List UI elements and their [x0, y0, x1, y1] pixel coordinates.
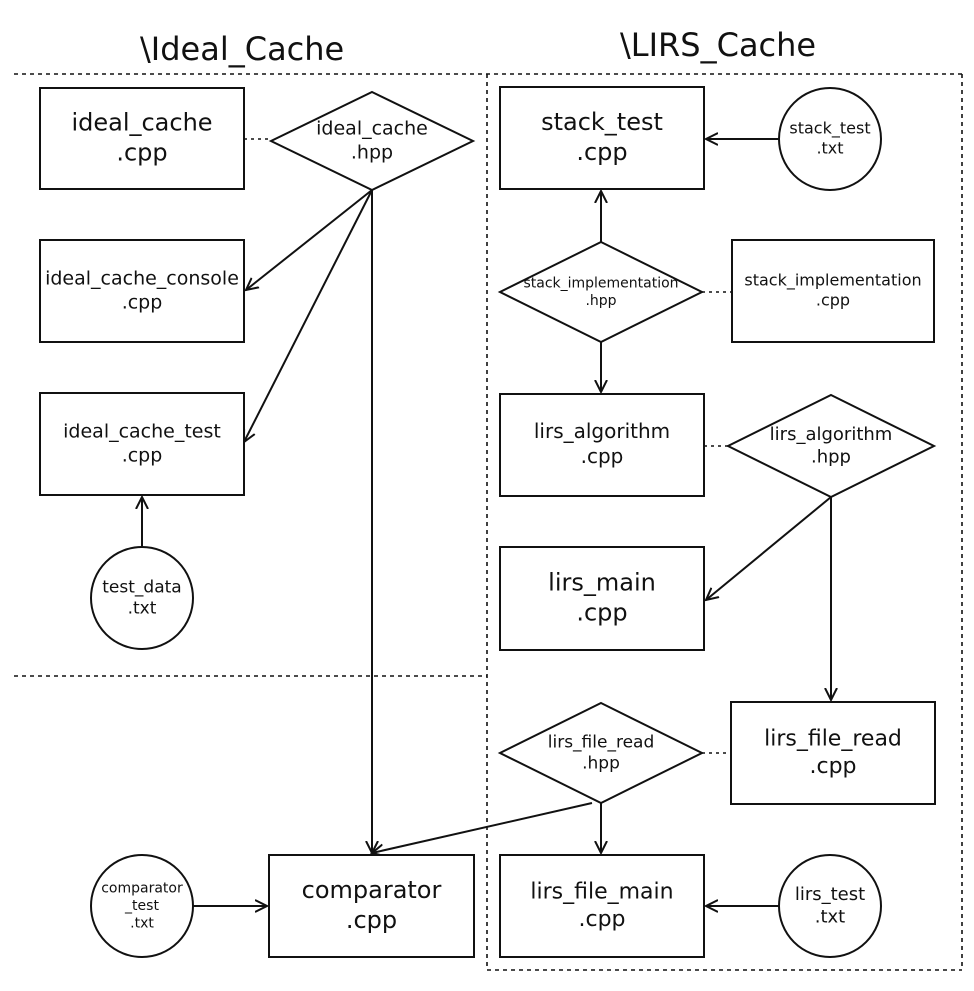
node-circle — [90, 546, 194, 650]
node-label: .cpp — [816, 291, 850, 310]
node-label: .txt — [130, 916, 154, 932]
nodes-layer: ideal_cache.cppideal_cache.hppideal_cach… — [39, 86, 937, 958]
node-label: .txt — [816, 139, 843, 158]
node-diamond — [497, 240, 705, 344]
node-label: lirs_test — [795, 884, 865, 905]
node-label: lirs_file_main — [530, 879, 673, 904]
node-circle — [778, 87, 882, 191]
node-label: .cpp — [578, 907, 625, 932]
node-stack-test-txt: stack_test.txt — [778, 87, 882, 191]
node-label: lirs_algorithm — [770, 424, 893, 445]
node-lirs-algorithm-cpp: lirs_algorithm.cpp — [499, 393, 705, 497]
node-label: .txt — [815, 906, 846, 927]
node-diamond — [725, 393, 937, 499]
node-label: ideal_cache_test — [63, 421, 221, 443]
node-ideal-cache-test-cpp: ideal_cache_test.cpp — [39, 392, 245, 496]
node-diamond — [497, 701, 705, 805]
node-label: .txt — [128, 599, 157, 619]
edge-lirs-algorithm-hpp-to-lirs-main-cpp — [706, 496, 832, 600]
node-label: .cpp — [576, 138, 627, 166]
node-box — [39, 392, 245, 496]
node-label: lirs_main — [548, 569, 656, 597]
node-label: .cpp — [581, 444, 624, 468]
node-label: lirs_algorithm — [534, 419, 670, 443]
node-label: ideal_cache — [316, 118, 428, 140]
edges-layer — [142, 139, 831, 906]
node-stack-implementation-cpp: stack_implementation.cpp — [731, 239, 935, 343]
node-label: stack_implementation — [744, 271, 921, 291]
node-label: test_data — [102, 577, 181, 597]
node-circle — [90, 854, 194, 958]
node-label: stack_test — [541, 108, 663, 136]
node-label: stack_implementation — [523, 275, 678, 291]
node-label: .cpp — [122, 291, 163, 313]
node-label: .cpp — [122, 444, 163, 466]
node-test-data-txt: test_data.txt — [90, 546, 194, 650]
node-box — [268, 854, 475, 958]
node-circle — [778, 854, 882, 958]
node-label: ideal_cache_console — [45, 268, 239, 290]
node-lirs-file-read-hpp: lirs_file_read.hpp — [497, 701, 705, 805]
section-title-lirs-cache: \LIRS_Cache — [620, 26, 816, 64]
node-box — [39, 87, 245, 190]
node-box — [39, 239, 245, 343]
node-label: .cpp — [116, 139, 167, 167]
node-label: comparator — [101, 881, 183, 897]
node-box — [730, 701, 936, 805]
node-box — [499, 546, 705, 651]
node-comparator-test-txt: comparator_test .txt — [90, 854, 194, 958]
node-diamond — [268, 90, 476, 192]
node-stack-implementation-hpp: stack_implementation .hpp — [497, 240, 705, 344]
node-label: .hpp — [585, 293, 616, 309]
node-label: ideal_cache — [71, 109, 212, 137]
section-title-ideal-cache: \Ideal_Cache — [140, 30, 344, 68]
node-ideal-cache-hpp: ideal_cache.hpp — [268, 90, 476, 192]
node-label: .hpp — [582, 754, 620, 774]
node-label: .cpp — [809, 754, 856, 779]
node-label: stack_test — [789, 119, 870, 139]
node-ideal-cache-cpp: ideal_cache.cpp — [39, 87, 245, 190]
node-label: comparator — [302, 876, 442, 904]
node-ideal-cache-console-cpp: ideal_cache_console.cpp — [39, 239, 245, 343]
edge-ideal-cache-hpp-to-ideal-cache-test-cpp — [244, 189, 373, 442]
node-comparator-cpp: comparator.cpp — [268, 854, 475, 958]
node-box — [499, 854, 705, 958]
node-lirs-main-cpp: lirs_main.cpp — [499, 546, 705, 651]
node-stack-test-cpp: stack_test.cpp — [499, 86, 705, 190]
node-box — [499, 86, 705, 190]
node-label: .hpp — [351, 141, 393, 163]
node-lirs-file-main-cpp: lirs_file_main .cpp — [499, 854, 705, 958]
node-label: .cpp — [346, 906, 397, 934]
node-lirs-algorithm-hpp: lirs_algorithm.hpp — [725, 393, 937, 499]
node-label: _test — [124, 898, 159, 914]
edge-ideal-cache-hpp-to-ideal-cache-console-cpp — [246, 189, 373, 290]
node-box — [499, 393, 705, 497]
node-box — [731, 239, 935, 343]
node-label: .hpp — [811, 446, 851, 467]
node-label: lirs_file_read — [764, 726, 902, 751]
node-label: .cpp — [576, 599, 627, 627]
node-lirs-test-txt: lirs_test.txt — [778, 854, 882, 958]
edge-lirs-file-read-hpp-to-comparator-cpp — [372, 802, 593, 853]
node-lirs-file-read-cpp: lirs_file_read .cpp — [730, 701, 936, 805]
node-label: lirs_file_read — [548, 732, 654, 752]
